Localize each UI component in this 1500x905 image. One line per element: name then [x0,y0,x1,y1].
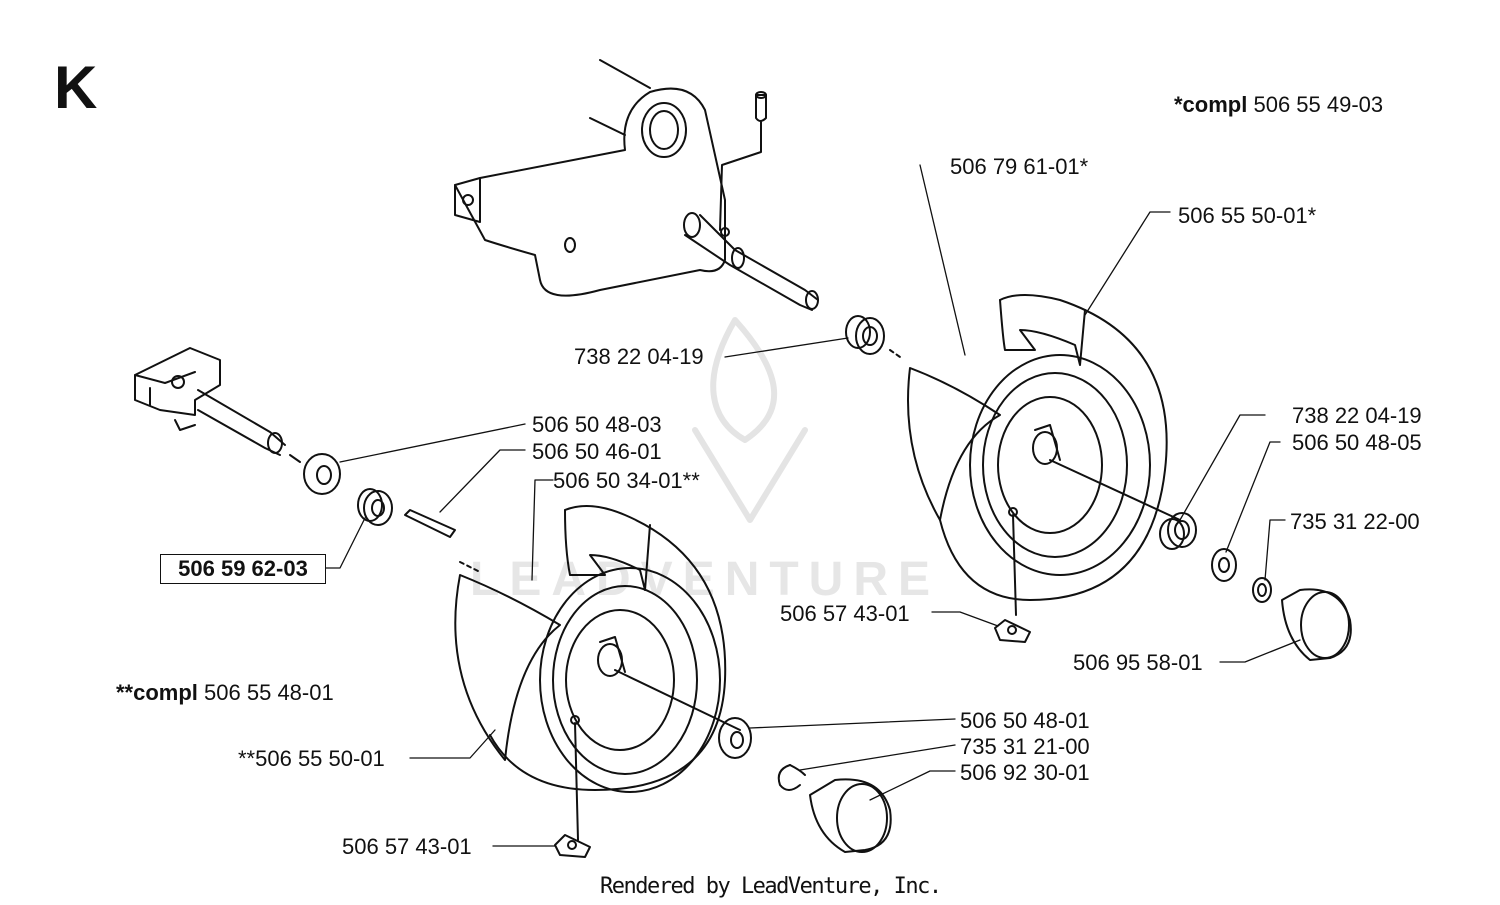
part-label-506-92-30-01: 506 92 30-01 [960,760,1090,785]
wheel-left [454,505,741,841]
frame-bracket [454,59,726,297]
part-label-506-79-61-01: 506 79 61-01* [950,154,1089,179]
part-label-506-50-46-01: 506 50 46-01 [532,439,662,464]
washer-right [1211,548,1237,582]
part-label-506-50-48-01: 506 50 48-01 [960,708,1090,733]
compl-note-single-prefix: *compl [1174,92,1248,117]
part-label-738-22-04-19-upper: 738 22 04-19 [574,344,704,369]
part-label-506-55-50-01-left: **506 55 50-01 [238,746,385,771]
bushing-left [357,488,393,526]
key [404,509,456,538]
axle-shaft-left [134,347,301,463]
bearing-right [1159,512,1197,550]
wheel-right [907,294,1181,616]
clip-left [777,764,806,791]
part-label-506-55-50-01-right: 506 55 50-01* [1178,203,1317,228]
clevis-right [994,619,1031,643]
compl-note-double-prefix: **compl [116,680,198,705]
cap-left [809,778,892,853]
clip-right [1252,577,1272,603]
part-label-506-50-34-01: 506 50 34-01** [553,468,700,493]
footer-credit: Rendered by LeadVenture, Inc. [600,874,942,899]
bearing-upper [845,315,901,358]
clevis-left [554,834,591,858]
part-label-506-95-58-01: 506 95 58-01 [1073,650,1203,675]
part-label-506-57-43-01-left: 506 57 43-01 [342,834,472,859]
part-label-506-50-48-05: 506 50 48-05 [1292,430,1422,455]
compl-note-double-number: 506 55 48-01 [204,680,334,705]
leader-lines [325,164,1301,847]
compl-note-single-number: 506 55 49-03 [1253,92,1384,117]
cap-right [1281,588,1352,661]
part-label-506-50-48-03: 506 50 48-03 [532,412,662,437]
part-label-735-31-21-00: 735 31 21-00 [960,734,1090,759]
part-label-735-31-22-00: 735 31 22-00 [1290,509,1420,534]
axle-shaft-upper [683,212,819,311]
watermark-text: LEADVENTURE [470,553,941,606]
compl-note-double: **compl 506 55 48-01 [116,682,334,704]
pin [719,91,767,231]
part-label-506-57-43-01-right: 506 57 43-01 [780,601,910,626]
compl-note-single: *compl 506 55 49-03 [1174,94,1383,116]
washer-left-lower [718,717,752,759]
part-label-506-59-62-03-boxed: 506 59 62-03 [160,554,326,584]
washer-left-upper [303,453,341,495]
watermark-logo [692,317,808,523]
part-label-738-22-04-19-right: 738 22 04-19 [1292,403,1422,428]
section-letter: K [54,54,98,121]
